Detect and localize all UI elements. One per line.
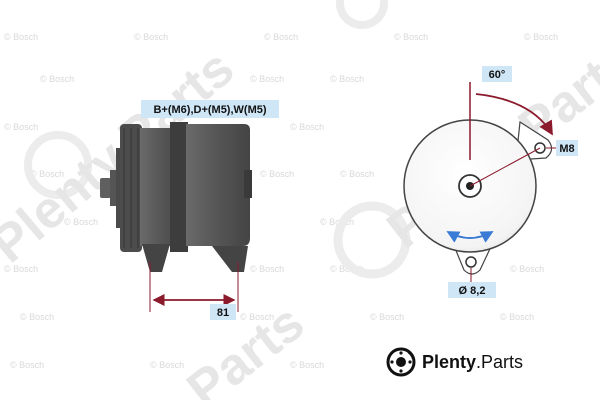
lower-mount-hole	[465, 256, 477, 268]
angle-line	[469, 147, 541, 187]
watermark-text: © Bosch	[524, 32, 558, 42]
brake-disc-icon	[386, 347, 416, 377]
alternator-front-view: 60° M8 Ø 8,2	[403, 66, 578, 298]
watermark-text: © Bosch	[290, 122, 324, 132]
brand-name-bold: Plenty	[422, 351, 477, 372]
diameter-label: Ø 8,2	[459, 285, 486, 297]
pulley-hub	[110, 170, 118, 206]
watermark-disc-icon	[336, 0, 388, 29]
brand-name: Plenty.Parts	[422, 352, 523, 373]
thread-label: M8	[559, 143, 574, 155]
width-dim-bg	[210, 304, 236, 320]
mount-foot-left	[142, 244, 170, 272]
watermark-text: © Bosch	[260, 169, 294, 179]
rear-housing	[186, 124, 250, 246]
watermark-text: © Bosch	[394, 32, 428, 42]
watermark-text: © Bosch	[240, 312, 274, 322]
watermark-text: © Bosch	[264, 32, 298, 42]
watermark-disc-icon	[24, 131, 92, 199]
watermark-text: © Bosch	[500, 312, 534, 322]
watermark-text: © Bosch	[20, 312, 54, 322]
fan-fins	[123, 128, 139, 248]
watermark-text: © Bosch	[250, 264, 284, 274]
watermark-text: © Bosch	[510, 264, 544, 274]
watermark-text: © Bosch	[4, 32, 38, 42]
rear-terminal-block	[244, 170, 252, 198]
angle-label-bg	[482, 66, 512, 82]
angle-arc	[475, 93, 553, 136]
alternator-side-view: B+(M6),D+(M5),W(M5)	[100, 100, 279, 320]
width-dim-label: 81	[217, 307, 229, 319]
watermark-text: © Bosch	[320, 217, 354, 227]
watermark-text: © Bosch	[4, 264, 38, 274]
rotation-arrow-ccw	[446, 231, 493, 243]
watermark-text: © Bosch	[250, 74, 284, 84]
mount-foot-right	[212, 246, 248, 272]
pulley-shaft	[100, 178, 112, 198]
watermark-text: © Bosch	[134, 32, 168, 42]
watermark-text: © Bosch	[290, 360, 324, 370]
thread-label-bg	[556, 140, 578, 156]
watermark-text: © Bosch	[330, 74, 364, 84]
watermark-text: © Bosch	[340, 169, 374, 179]
diameter-label-bg	[448, 282, 496, 298]
watermark-text: © Bosch	[10, 360, 44, 370]
stator-ring	[170, 122, 188, 252]
watermark-text: © Bosch	[370, 312, 404, 322]
watermark-text: © Bosch	[30, 169, 64, 179]
terminals-label: B+(M6),D+(M5),W(M5)	[153, 104, 266, 116]
angle-label: 60°	[489, 69, 506, 81]
watermark-disc-icon	[333, 201, 411, 279]
watermark-text: © Bosch	[64, 217, 98, 227]
watermark-text: © Bosch	[4, 122, 38, 132]
terminals-label-bg	[141, 100, 279, 118]
brand-logo: Plenty.Parts	[386, 345, 523, 379]
watermark-text: © Bosch	[150, 360, 184, 370]
watermark-text: © Bosch	[40, 74, 74, 84]
watermark-bottom-text: Parts	[177, 294, 315, 400]
brand-name-rest: .Parts	[476, 351, 524, 372]
